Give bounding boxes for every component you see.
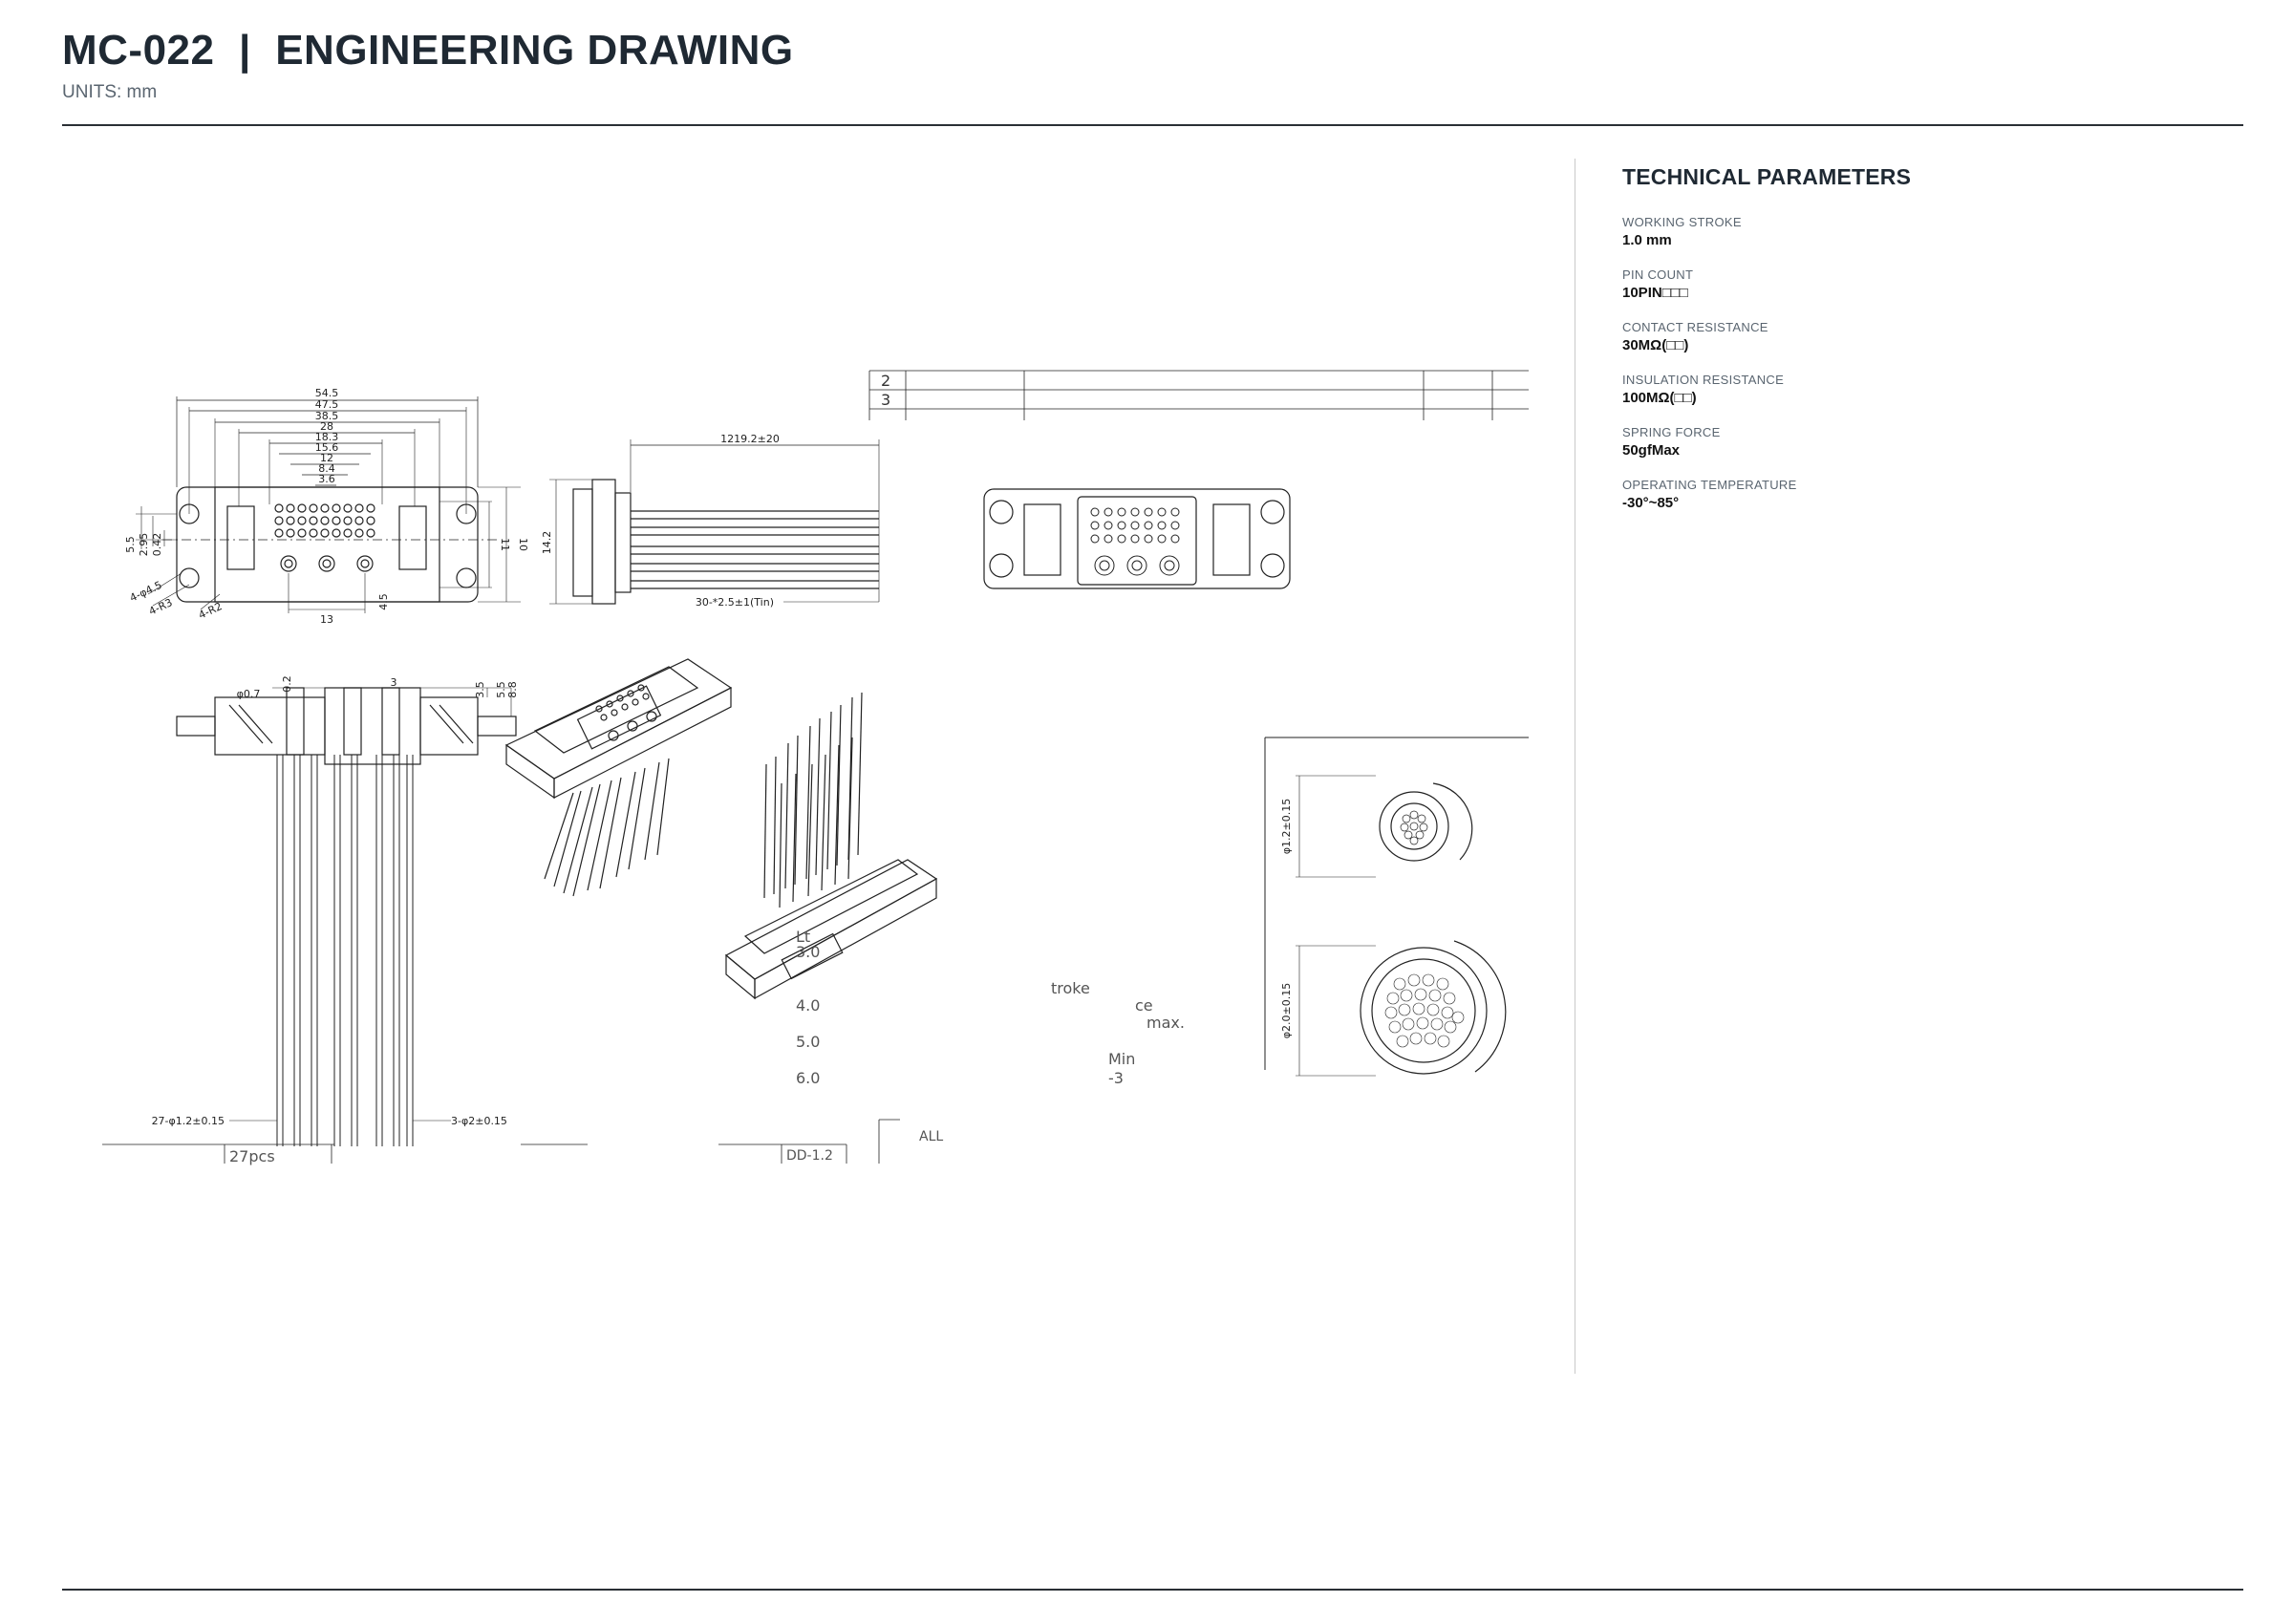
dim-top-5: 15.6: [315, 441, 339, 454]
bottom-fragment-2: ALL: [919, 1129, 943, 1144]
units-label: UNITS: mm: [62, 82, 158, 102]
note-fragment-8: 6.0: [796, 1069, 820, 1087]
param-label: CONTACT RESISTANCE: [1622, 320, 1768, 334]
section-view: [176, 687, 517, 1146]
note-fragment-3: 4.0: [796, 996, 820, 1015]
section-dim-0: φ0.7: [237, 688, 261, 700]
param-contact-resistance: CONTACT RESISTANCE 30MΩ(□□): [1622, 320, 2196, 353]
note-fragment-7: Min: [1108, 1050, 1135, 1068]
bottom-fragment-0: 27pcs: [229, 1147, 275, 1165]
param-value: 1.0 mm: [1622, 232, 1672, 248]
section-dim-5: 8.8: [506, 681, 519, 698]
note-fragment-4: ce: [1135, 996, 1153, 1015]
cable-dim-0: φ1.2±0.15: [1280, 799, 1293, 854]
section-dim-1: 0.2: [281, 675, 293, 693]
param-insulation-resistance: INSULATION RESISTANCE 100MΩ(□□): [1622, 373, 2196, 406]
header-divider: [62, 124, 2243, 126]
param-value: 30MΩ(□□): [1622, 337, 1689, 353]
parameters-heading: TECHNICAL PARAMETERS: [1622, 164, 1912, 189]
footer-divider: [62, 1589, 2243, 1591]
param-pin-count: PIN COUNT 10PIN□□□: [1622, 267, 2196, 301]
note-fragment-5: max.: [1146, 1014, 1185, 1032]
partial-table: [868, 370, 1529, 420]
dim-top-4: 18.3: [315, 431, 339, 443]
dim-pin-tin: 30-*2.5±1(Tin): [696, 596, 774, 609]
dim-left-1: 2.95: [138, 533, 150, 557]
param-working-stroke: WORKING STROKE 1.0 mm: [1622, 215, 2196, 248]
param-value: 10PIN□□□: [1622, 285, 1688, 301]
dim-top-7: 8.4: [318, 462, 335, 475]
rear-view: [983, 488, 1291, 589]
note-fragment-0: Lt: [796, 928, 810, 946]
param-value: -30°~85°: [1622, 495, 1680, 511]
note-fragment-6: 5.0: [796, 1033, 820, 1051]
param-spring-force: SPRING FORCE 50gfMax: [1622, 425, 2196, 459]
dim-right-1: 10: [517, 538, 529, 551]
bottom-fragment-1: DD-1.2: [786, 1148, 833, 1164]
dim-cable-length: 1219.2±20: [720, 433, 780, 445]
isometric-view-rear: [724, 692, 938, 1000]
page-header: MC-022 | ENGINEERING DRAWING UNITS: mm: [62, 27, 2231, 103]
table-row-label-0: 2: [881, 372, 890, 390]
section-pin-label-0: 27-φ1.2±0.15: [152, 1115, 225, 1127]
section-dim-3: 3.5: [474, 681, 486, 698]
dim-bottom-1: 4.5: [377, 593, 390, 610]
section-pin-label-1: 3-φ2±0.15: [451, 1115, 507, 1127]
param-value: 100MΩ(□□): [1622, 390, 1697, 406]
param-label: PIN COUNT: [1622, 267, 1694, 282]
technical-parameters-panel: TECHNICAL PARAMETERS WORKING STROKE 1.0 …: [1622, 164, 2196, 530]
table-row-label-1: 3: [881, 391, 890, 409]
param-operating-temperature: OPERATING TEMPERATURE -30°~85°: [1622, 478, 2196, 511]
dim-left-2: 0.42: [151, 533, 163, 557]
engineering-drawing: 54.5 47.5 38.5 28 18.3 15.6 12 8.4 3.6 5…: [102, 370, 1529, 1165]
dim-bottom-0: 13: [320, 613, 333, 626]
side-view: [549, 439, 880, 605]
dim-right-0: 11: [499, 538, 511, 551]
section-dim-2: 3: [391, 676, 397, 689]
front-pin-array: [274, 503, 375, 572]
note-fragment-2: troke: [1051, 979, 1090, 997]
leader-label-1: 4-R3: [147, 596, 175, 618]
note-fragment-1: 3.0: [796, 943, 820, 961]
isometric-view-front: [504, 658, 733, 897]
dim-left-0: 5.5: [124, 536, 137, 553]
dim-top-8: 3.6: [318, 473, 335, 485]
param-label: SPRING FORCE: [1622, 425, 1721, 439]
param-label: WORKING STROKE: [1622, 215, 1742, 229]
dim-top-1: 47.5: [315, 398, 339, 411]
param-value: 50gfMax: [1622, 442, 1681, 459]
param-label: INSULATION RESISTANCE: [1622, 373, 1785, 387]
param-label: OPERATING TEMPERATURE: [1622, 478, 1797, 492]
note-fragment-9: -3: [1108, 1069, 1124, 1087]
dim-side-height: 14.2: [541, 531, 553, 555]
section-dim-4: 5.5: [495, 681, 507, 698]
dim-top-6: 12: [320, 452, 333, 464]
page-title: MC-022 | ENGINEERING DRAWING: [62, 27, 794, 74]
cable-dim-1: φ2.0±0.15: [1280, 983, 1293, 1038]
dim-top-0: 54.5: [315, 387, 339, 399]
dim-top-2: 38.5: [315, 410, 339, 422]
dim-top-3: 28: [320, 420, 333, 433]
cable-section-detail: [1264, 737, 1529, 1077]
leader-label-2: 4-R2: [197, 600, 225, 622]
front-view: [136, 396, 521, 613]
title-block-fragment: [102, 1119, 900, 1164]
